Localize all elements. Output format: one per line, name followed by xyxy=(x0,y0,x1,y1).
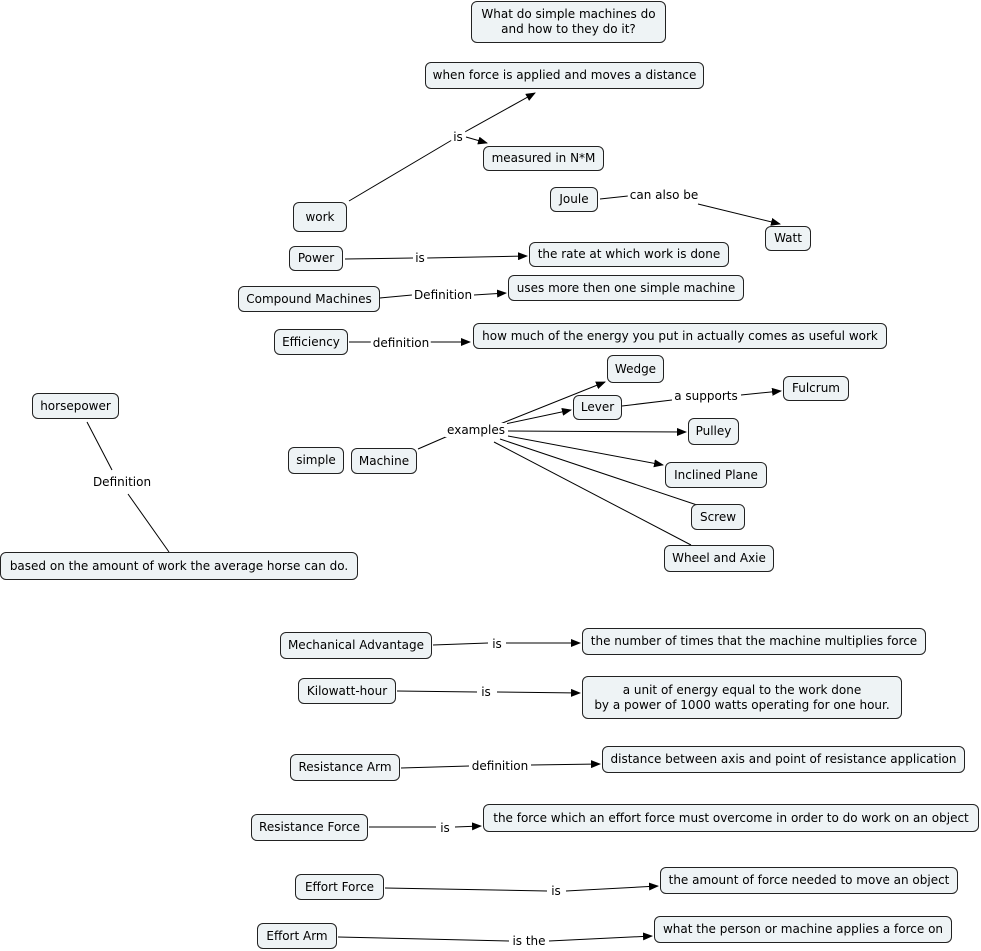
link-label-res-arm-def: definition xyxy=(469,759,531,773)
horse-def-node[interactable]: based on the amount of work the average … xyxy=(0,552,358,580)
uses-more-node[interactable]: uses more then one simple machine xyxy=(508,275,744,301)
watt-node[interactable]: Watt xyxy=(765,226,811,251)
joule-node[interactable]: Joule xyxy=(550,187,598,212)
link-label-mech-is: is xyxy=(490,637,504,651)
link-label-examples: examples xyxy=(445,423,507,437)
simple-node[interactable]: simple xyxy=(288,447,344,474)
link-label-effort-force-is: is xyxy=(549,884,563,898)
efficiency-node[interactable]: Efficiency xyxy=(274,329,348,355)
resistance-arm-def-node[interactable]: distance between axis and point of resis… xyxy=(602,746,965,773)
resistance-force-def-node[interactable]: the force which an effort force must ove… xyxy=(483,804,979,832)
link-label-power-is: is xyxy=(413,251,427,265)
effort-force-def-node[interactable]: the amount of force needed to move an ob… xyxy=(660,867,958,894)
machine-node[interactable]: Machine xyxy=(351,448,417,474)
screw-node[interactable]: Screw xyxy=(691,504,745,530)
power-node[interactable]: Power xyxy=(289,246,343,271)
inclined-plane-node[interactable]: Inclined Plane xyxy=(665,462,767,488)
kwh-def-node[interactable]: a unit of energy equal to the work done … xyxy=(582,676,902,719)
link-label-compound-def: Definition xyxy=(411,288,475,302)
measured-nm-node[interactable]: measured in N*M xyxy=(483,146,604,171)
effort-force-node[interactable]: Effort Force xyxy=(295,874,384,900)
compound-machines-node[interactable]: Compound Machines xyxy=(238,286,380,312)
effort-arm-node[interactable]: Effort Arm xyxy=(257,923,337,949)
link-label-res-force-is: is xyxy=(438,821,452,835)
work-node[interactable]: work xyxy=(293,202,347,232)
link-label-efficiency-def: definition xyxy=(370,336,432,350)
link-label-kwh-is: is xyxy=(479,685,493,699)
resistance-force-node[interactable]: Resistance Force xyxy=(251,814,368,841)
energy-useful-node[interactable]: how much of the energy you put in actual… xyxy=(473,323,887,349)
link-label-work-is: is xyxy=(451,130,465,144)
lever-node[interactable]: Lever xyxy=(573,395,622,420)
fulcrum-node[interactable]: Fulcrum xyxy=(783,376,849,401)
mechanical-advantage-node[interactable]: Mechanical Advantage xyxy=(280,632,432,659)
wedge-node[interactable]: Wedge xyxy=(607,355,664,383)
wheel-axie-node[interactable]: Wheel and Axie xyxy=(664,545,774,572)
pulley-node[interactable]: Pulley xyxy=(688,418,739,445)
link-label-effort-arm-is: is the xyxy=(510,934,548,948)
horsepower-node[interactable]: horsepower xyxy=(32,393,119,419)
rate-work-node[interactable]: the rate at which work is done xyxy=(529,242,729,267)
kilowatt-hour-node[interactable]: Kilowatt-hour xyxy=(298,678,396,704)
link-label-lever-supports: a supports xyxy=(672,389,740,403)
link-label-horse-def: Definition xyxy=(90,475,154,489)
resistance-arm-node[interactable]: Resistance Arm xyxy=(290,754,400,781)
force-moves-node[interactable]: when force is applied and moves a distan… xyxy=(425,62,704,89)
mech-adv-def-node[interactable]: the number of times that the machine mul… xyxy=(582,628,926,655)
effort-arm-def-node[interactable]: what the person or machine applies a for… xyxy=(654,916,952,943)
link-label-joule-also: can also be xyxy=(627,188,701,202)
title-node[interactable]: What do simple machines do and how to th… xyxy=(471,1,666,43)
